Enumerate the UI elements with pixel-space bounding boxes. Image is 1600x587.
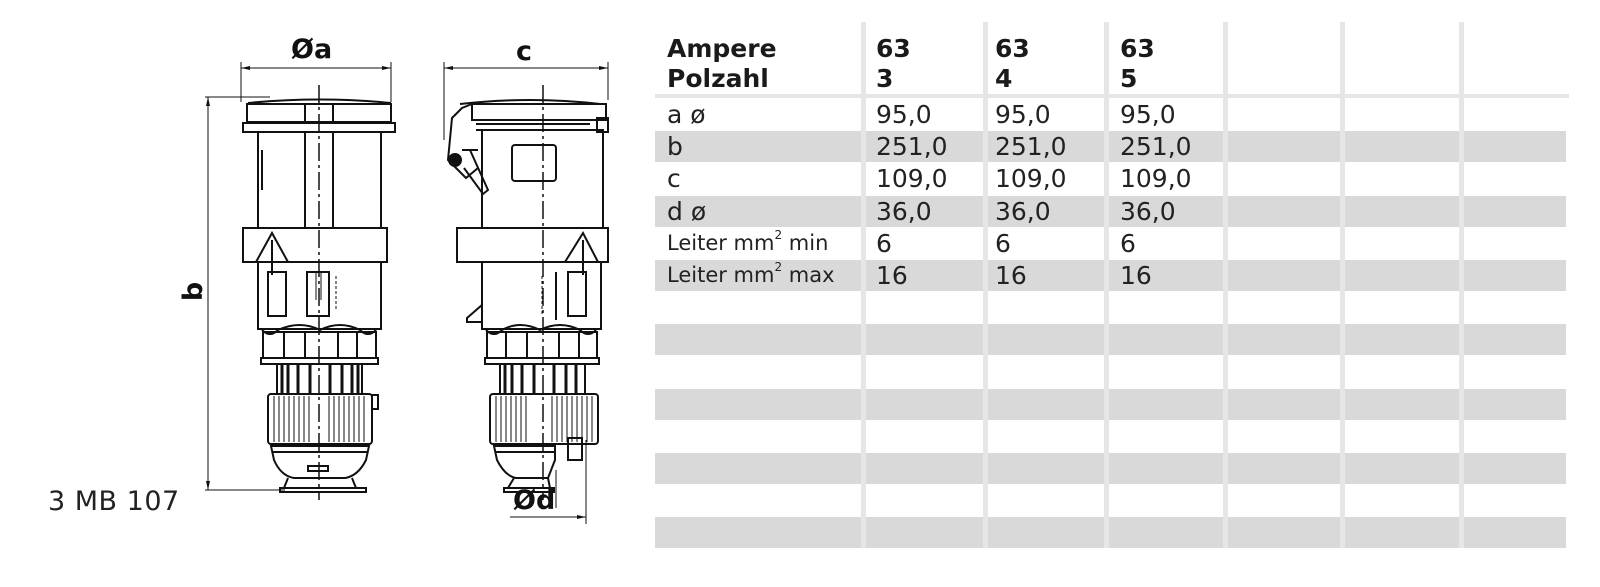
table-row [655,357,1566,388]
table-row [655,485,1566,516]
cell-value: 36,0 [876,197,932,226]
row-c: c 109,0 109,0 109,0 [655,163,1566,194]
cell-value: 16 [1120,261,1152,290]
cell-value: 95,0 [995,100,1051,129]
cell-value: 36,0 [1120,197,1176,226]
cell-value: 6 [995,229,1011,258]
cell-value: 251,0 [995,132,1067,161]
cell-value: 16 [876,261,908,290]
header-divider [655,94,1569,98]
row-label: c [667,164,681,193]
header-ampere-value: 63 [995,34,1030,63]
row-d: d ø 36,0 36,0 36,0 [655,196,1566,227]
table-row [655,196,1566,227]
column-divider [1459,22,1464,548]
column-divider [1223,22,1228,548]
cell-value: 95,0 [876,100,932,129]
cell-value: 16 [995,261,1027,290]
table-row [655,517,1566,548]
row-leiter-min: Leiter mm2 min 6 6 6 [655,228,1566,259]
column-divider [983,22,988,548]
cell-value: 251,0 [1120,132,1192,161]
table-row [655,453,1566,484]
row-b: b 251,0 251,0 251,0 [655,131,1566,162]
table-row [655,260,1566,291]
row-a: a ø 95,0 95,0 95,0 [655,99,1566,130]
row-label: Leiter mm2 min [667,228,829,255]
table-row [655,292,1566,323]
cell-value: 36,0 [995,197,1051,226]
row-label: b [667,132,683,161]
header-polzahl-value: 3 [876,64,894,93]
table-row [655,421,1566,452]
dimension-a-label: Øa [291,34,333,65]
cell-value: 251,0 [876,132,948,161]
table-row [655,131,1566,162]
table-row [655,324,1566,355]
row-label: Leiter mm2 max [667,260,835,287]
header-ampere-value: 63 [876,34,911,63]
cell-value: 6 [1120,229,1136,258]
cell-value: 109,0 [1120,164,1192,193]
cell-value: 95,0 [1120,100,1176,129]
header-polzahl-value: 5 [1120,64,1138,93]
header-label-ampere: Ampere [667,34,777,63]
row-label: d ø [667,197,707,226]
technical-drawing [205,62,609,524]
cell-value: 6 [876,229,892,258]
column-divider [1104,22,1109,548]
dimension-c-label: c [516,36,533,67]
column-divider [861,22,866,548]
column-divider [1340,22,1345,548]
cell-value: 109,0 [876,164,948,193]
header-ampere-value: 63 [1120,34,1155,63]
front-view-drawing [205,62,396,500]
cell-value: 109,0 [995,164,1067,193]
header-label-polzahl: Polzahl [667,64,769,93]
dimension-d-label: Ød [513,485,556,516]
side-view-drawing [443,62,609,524]
header-polzahl-value: 4 [995,64,1013,93]
product-code: 3 MB 107 [48,486,180,517]
row-label: a ø [667,100,706,129]
row-leiter-max: Leiter mm2 max 16 16 16 [655,260,1566,291]
table-row [655,389,1566,420]
